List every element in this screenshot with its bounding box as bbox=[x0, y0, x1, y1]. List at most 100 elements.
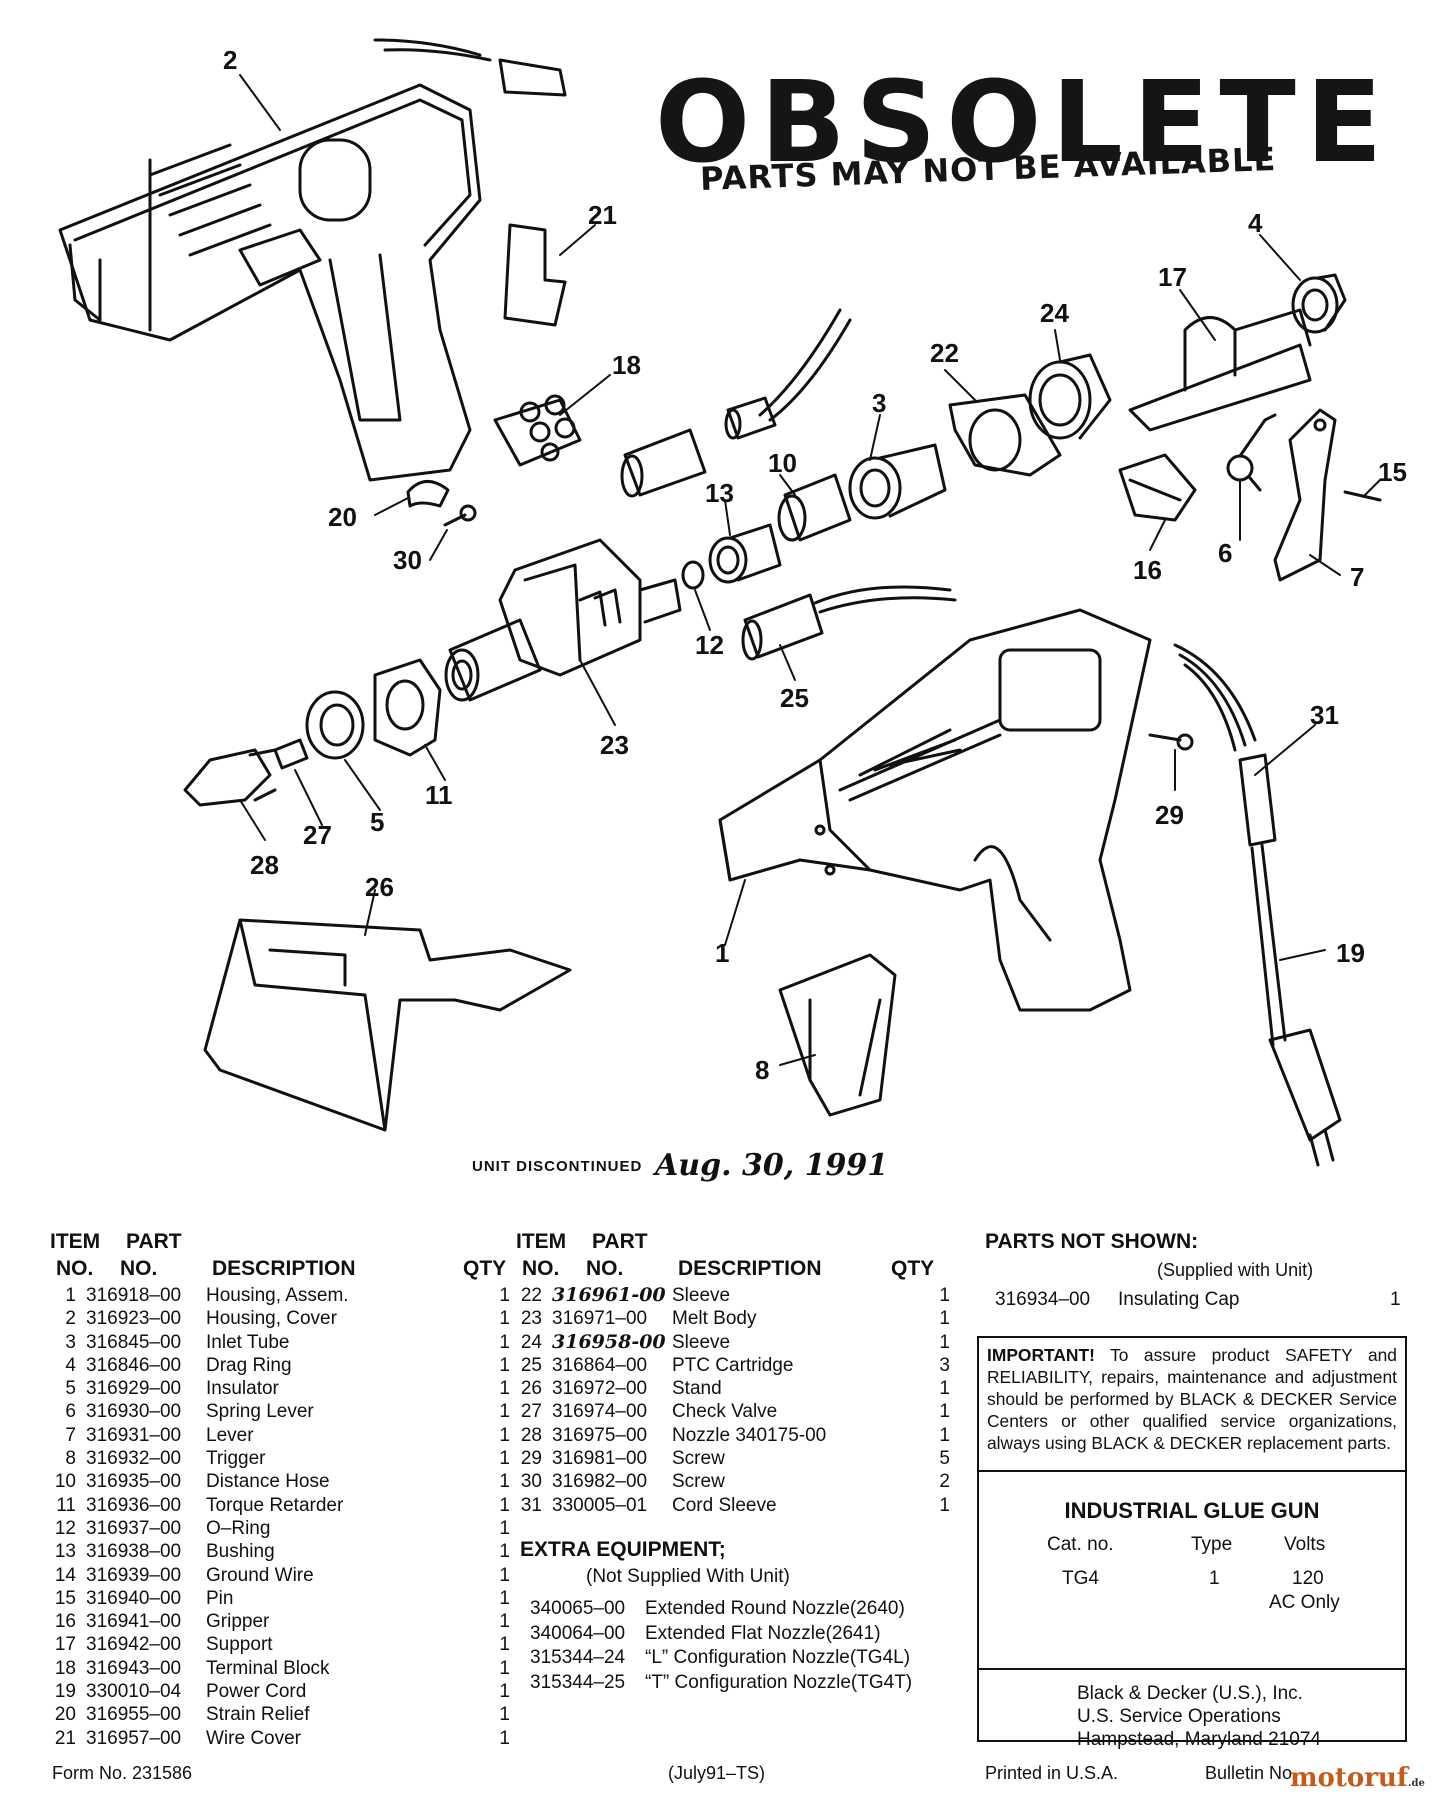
part-number: 316939–00 bbox=[86, 1564, 182, 1586]
extra-equipment-subtitle: (Not Supplied With Unit) bbox=[586, 1566, 790, 1587]
part-28-nozzle bbox=[183, 748, 277, 807]
part-number: 316864–00 bbox=[552, 1354, 648, 1376]
part-number: 316958-00 bbox=[552, 1330, 666, 1353]
part-wire-plug bbox=[373, 38, 567, 97]
header-item: ITEM bbox=[50, 1230, 101, 1253]
extra-part-number: 315344–25 bbox=[530, 1671, 626, 1693]
quantity: 1 bbox=[499, 1681, 510, 1703]
header-qty: QTY bbox=[891, 1257, 935, 1280]
volts-note: AC Only bbox=[1269, 1592, 1340, 1613]
item-number: 14 bbox=[54, 1564, 76, 1586]
quantity: 2 bbox=[939, 1471, 950, 1493]
header-part-no: NO. bbox=[586, 1257, 624, 1280]
quantity: 1 bbox=[499, 1471, 510, 1493]
part-number: 316923–00 bbox=[86, 1308, 182, 1330]
part-16-gripper bbox=[1118, 453, 1197, 522]
item-number: 10 bbox=[54, 1471, 76, 1493]
item-number: 12 bbox=[54, 1517, 76, 1539]
description: Spring Lever bbox=[206, 1401, 314, 1423]
description: Housing, Cover bbox=[206, 1308, 337, 1330]
company-address: Black & Decker (U.S.), Inc. U.S. Service… bbox=[979, 1668, 1405, 1751]
item-number: 26 bbox=[520, 1378, 542, 1400]
extra-description: “T” Configuration Nozzle(TG4T) bbox=[645, 1671, 913, 1693]
part-number: 316981–00 bbox=[552, 1448, 648, 1470]
part-19-power-cord bbox=[1250, 843, 1342, 1167]
description: Terminal Block bbox=[206, 1657, 330, 1679]
header-part: PART bbox=[592, 1230, 648, 1253]
quantity: 1 bbox=[939, 1401, 950, 1423]
cat-no-label: Cat. no. bbox=[1047, 1534, 1114, 1555]
quantity: 1 bbox=[499, 1541, 510, 1563]
description: Cord Sleeve bbox=[672, 1494, 777, 1516]
part-31-cord-sleeve bbox=[1173, 643, 1277, 847]
list-item: 316934–00 Insulating Cap 1 bbox=[985, 1289, 1415, 1319]
quantity: 1 bbox=[499, 1611, 510, 1633]
part-number: 316961-00 bbox=[552, 1284, 666, 1306]
quantity: 1 bbox=[499, 1657, 510, 1679]
list-item: 315344–25 “T” Configuration Nozzle(TG4T) bbox=[520, 1672, 960, 1697]
part-20-strain-relief bbox=[406, 480, 450, 508]
item-number: 23 bbox=[520, 1308, 542, 1330]
header-description: DESCRIPTION bbox=[212, 1257, 356, 1280]
item-number: 24 bbox=[520, 1331, 542, 1353]
description: Stand bbox=[672, 1378, 722, 1400]
form-date: (July91–TS) bbox=[668, 1763, 766, 1783]
item-number: 3 bbox=[65, 1331, 76, 1353]
item-number: 5 bbox=[65, 1378, 76, 1400]
description: Screw bbox=[672, 1471, 725, 1493]
part-number: 316975–00 bbox=[552, 1424, 648, 1446]
item-number: 16 bbox=[54, 1611, 76, 1633]
quantity: 1 bbox=[499, 1517, 510, 1539]
header-part: PART bbox=[126, 1230, 182, 1253]
volts-value: 120 bbox=[1292, 1568, 1324, 1589]
quantity: 1 bbox=[499, 1634, 510, 1656]
header-part-no: NO. bbox=[120, 1257, 158, 1280]
description: Gripper bbox=[206, 1611, 270, 1633]
description: Nozzle 340175-00 bbox=[672, 1424, 827, 1446]
quantity: 1 bbox=[499, 1378, 510, 1400]
item-number: 15 bbox=[54, 1587, 76, 1609]
cat-no-value: TG4 bbox=[1062, 1568, 1099, 1589]
description: Inlet Tube bbox=[206, 1331, 290, 1353]
part-number: 330010–04 bbox=[86, 1681, 182, 1703]
header-item-no: NO. bbox=[56, 1257, 94, 1280]
description: Distance Hose bbox=[206, 1471, 330, 1493]
part-18-terminal-block bbox=[493, 394, 582, 467]
item-number: 13 bbox=[54, 1541, 76, 1563]
part-24-sleeve bbox=[1028, 353, 1112, 440]
part-number: 316930–00 bbox=[86, 1401, 182, 1423]
extra-part-number: 315344–24 bbox=[530, 1647, 626, 1668]
table-row: 10 316935–00 Distance Hose 1 bbox=[40, 1470, 510, 1493]
part-number: 316971–00 bbox=[552, 1308, 648, 1330]
part-6-spring-lever bbox=[1226, 413, 1277, 492]
type-label: Type bbox=[1191, 1534, 1233, 1555]
part-ptc-wires bbox=[758, 308, 852, 422]
company-division: U.S. Service Operations bbox=[1077, 1706, 1281, 1727]
part-number: 316935–00 bbox=[86, 1471, 182, 1493]
part-ptc-cartridge-small bbox=[724, 396, 777, 440]
part-number: 316955–00 bbox=[86, 1704, 182, 1726]
header-description: DESCRIPTION bbox=[678, 1257, 822, 1280]
product-info-box: INDUSTRIAL GLUE GUN Cat. no. Type Volts … bbox=[977, 1472, 1407, 1750]
item-number: 1 bbox=[65, 1285, 76, 1306]
part-17-support bbox=[1128, 308, 1312, 432]
part-21-wire-cover bbox=[503, 223, 567, 327]
extra-part-number: 340064–00 bbox=[530, 1622, 626, 1644]
part-15-pin bbox=[1343, 490, 1382, 502]
parts-not-shown-section: PARTS NOT SHOWN: (Supplied with Unit) 31… bbox=[985, 1230, 1415, 1319]
part-23-melt-body bbox=[444, 538, 682, 702]
description: Lever bbox=[206, 1424, 254, 1446]
extra-part-number: 340065–00 bbox=[530, 1598, 626, 1619]
part-8-trigger bbox=[778, 953, 897, 1117]
part-25-ptc-cartridge bbox=[741, 585, 957, 661]
description: Wire Cover bbox=[206, 1727, 302, 1749]
quantity: 1 bbox=[499, 1424, 510, 1446]
